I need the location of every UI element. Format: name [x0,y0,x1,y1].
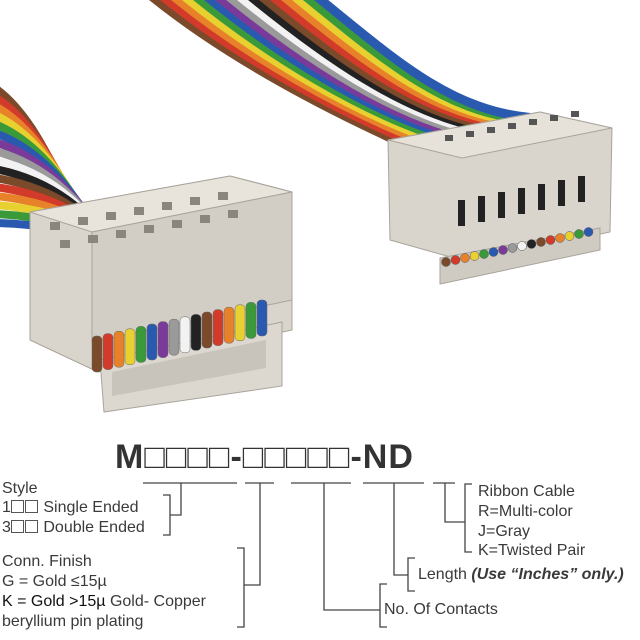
length-label: Length (Use “Inches” only.) [418,566,624,584]
wire-end [157,321,169,358]
style-double-prefix: 3 [2,519,11,536]
wire-end [488,247,499,257]
right-connector [387,111,613,285]
finish-k-bold: K = Gold >15µ [2,593,106,610]
contact-hole [466,131,474,137]
wire-end [135,326,147,363]
wire-end [256,299,268,337]
wire-end [245,302,257,339]
contact-hole [200,215,210,223]
contact-hole [88,235,98,243]
wire-end [212,309,224,346]
contact-slot [458,200,465,226]
contact-slot [498,192,505,218]
cable-option: R=Multi-color [478,503,573,520]
cable-option: J=Gray [478,523,531,540]
wire-end [564,231,575,241]
style-single-label: Single Ended [43,499,139,516]
contact-hole [487,127,495,133]
contact-hole [172,220,182,228]
wire-end [113,330,125,368]
wire-end [146,323,158,361]
contacts-label: No. Of Contacts [384,601,498,618]
contact-slot [538,184,545,210]
wire-end [460,253,470,263]
top-ribbon-cable [149,0,531,145]
wire-end [450,255,461,265]
contact-hole [78,217,88,225]
finish-k-rest: Gold- Copper [105,593,207,610]
wire-end [583,227,594,237]
wire-end [498,245,508,255]
wire-end [441,257,451,267]
wire-end [479,249,489,259]
cable-option: K=Twisted Pair [478,542,586,559]
contact-slot [558,180,565,206]
contact-hole [529,119,537,125]
style-title: Style [2,480,38,497]
placeholder-box [24,500,38,513]
contact-hole [218,192,228,200]
ribbon-wire [314,0,531,122]
contact-hole [162,202,172,210]
length-text: Length [418,566,472,583]
contact-hole [106,212,116,220]
finish-k-line2: beryllium pin plating [2,613,144,630]
wire-end [102,333,114,370]
placeholder-box [10,500,24,513]
wire-end [536,237,546,247]
wire-end [507,243,518,253]
wire-end [190,314,202,351]
placeholder-box [24,520,38,533]
style-double-label: Double Ended [43,519,145,536]
style-single-ended: 1 Single Ended [2,499,139,517]
contact-hole [508,123,516,129]
cable-title: Ribbon Cable [478,483,575,500]
contact-slot [478,196,485,222]
wire-end [124,328,136,366]
style-single-prefix: 1 [2,499,11,516]
contact-hole [445,135,453,141]
contact-hole [134,207,144,215]
wire-end [234,304,246,342]
contact-hole [190,197,200,205]
wire-end [91,335,103,373]
contact-hole [228,210,238,218]
ribbon-cable-assembly-illustration [0,0,613,413]
contact-hole [60,240,70,248]
wire-end [201,311,213,349]
wire-end [574,229,584,239]
ribbon-wire [149,0,397,145]
finish-k: K = Gold >15µ Gold- Copper [2,593,206,611]
contact-hole [50,222,60,230]
contact-hole [144,225,154,233]
wire-end [526,239,537,249]
contact-slot [518,188,525,214]
length-note: (Use “Inches” only.) [471,566,624,583]
wire-end [179,316,191,354]
wire-end [517,241,527,251]
contact-hole [116,230,126,238]
finish-title: Conn. Finish [2,553,92,570]
wire-end [469,251,480,261]
wire-end [545,235,556,245]
style-double-ended: 3 Double Ended [2,519,145,537]
contact-hole [571,111,579,117]
part-number: M□□□□-□□□□□-ND [115,438,414,476]
contact-hole [550,115,558,121]
wire-end [168,318,180,356]
wire-end [555,233,565,243]
left-connector [29,175,293,413]
wire-end [223,306,235,344]
placeholder-box [10,520,24,533]
contact-slot [578,176,585,202]
finish-g: G = Gold ≤15µ [2,573,107,590]
